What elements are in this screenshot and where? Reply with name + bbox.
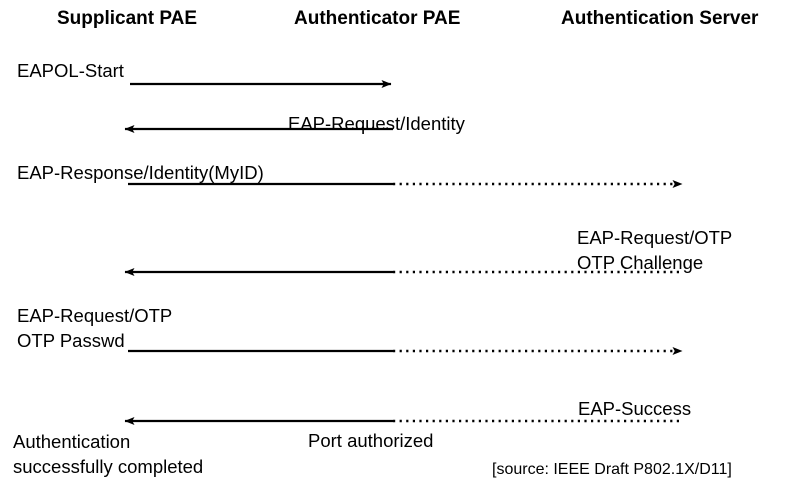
message-label-eap-success: EAP-Success	[578, 398, 692, 419]
column-header-authentication-server: Authentication Server	[561, 8, 759, 29]
message-label-eap-request-otp-passwd-line2: OTP Passwd	[17, 330, 125, 351]
source-citation: [source: IEEE Draft P802.1X/D11]	[492, 461, 732, 478]
message-label-eap-request-otp-challenge-line2: OTP Challenge	[577, 252, 704, 273]
column-header-supplicant-pae: Supplicant PAE	[57, 8, 198, 29]
annotation-authentication-complete-line1: Authentication	[13, 431, 131, 452]
message-label-eap-response-identity: EAP-Response/Identity(MyID)	[17, 162, 264, 183]
message-label-eap-request-otp-challenge-line1: EAP-Request/OTP	[577, 227, 733, 248]
annotation-authentication-complete-line2: successfully completed	[13, 456, 204, 477]
message-label-eapol-start: EAPOL-Start	[17, 60, 124, 81]
message-label-eap-request-otp-passwd-line1: EAP-Request/OTP	[17, 305, 173, 326]
column-header-authenticator-pae: Authenticator PAE	[294, 8, 461, 29]
annotation-port-authorized: Port authorized	[308, 430, 434, 451]
